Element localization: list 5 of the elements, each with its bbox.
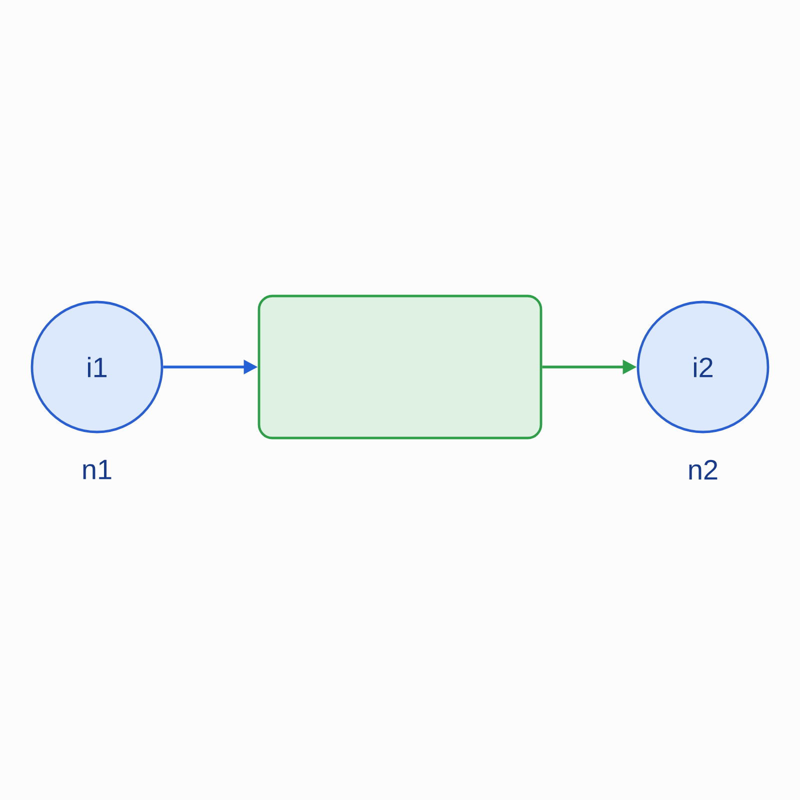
- node-caption: n1: [83, 460, 112, 480]
- process-box: [258, 294, 542, 440]
- circle-node: i1: [30, 300, 164, 434]
- circle-node: i2: [636, 300, 770, 434]
- node-caption: n2: [689, 460, 718, 480]
